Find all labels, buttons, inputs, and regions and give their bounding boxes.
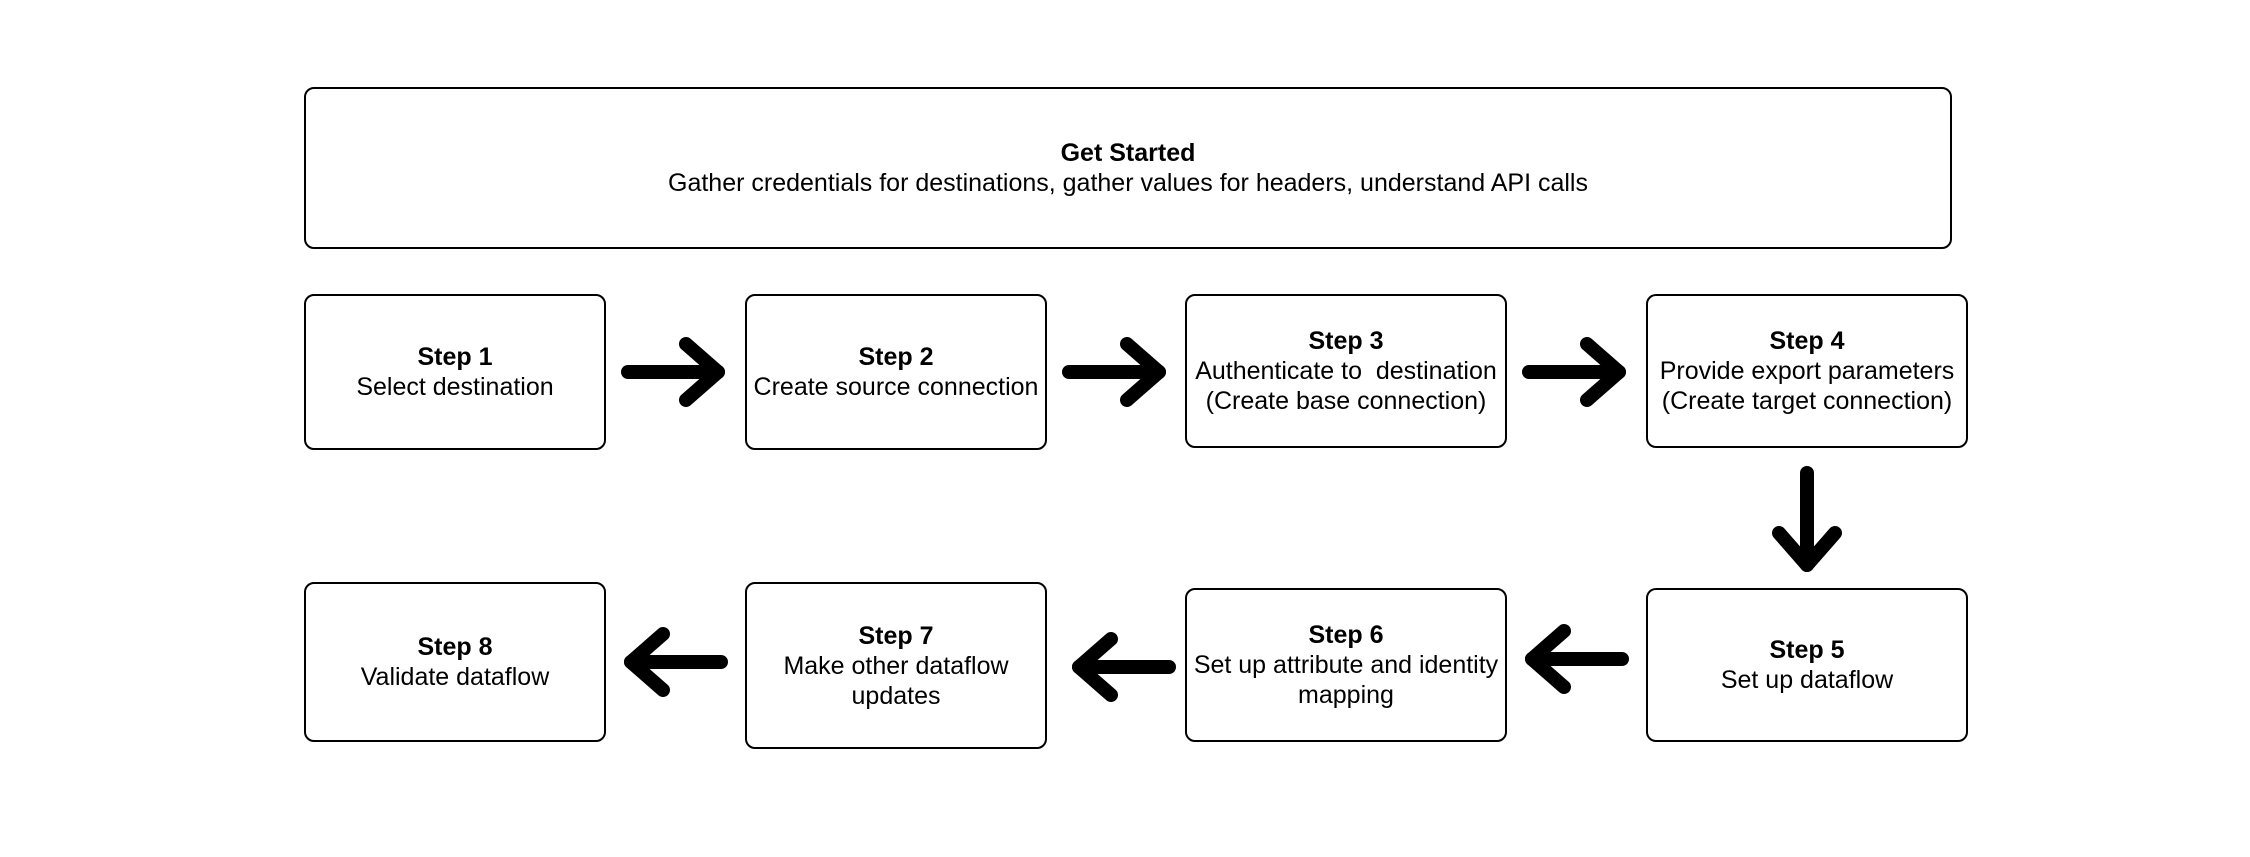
arrow-left-icon — [1072, 632, 1176, 702]
get-started-title: Get Started — [1060, 139, 1196, 167]
step-6-box: Step 6 Set up attribute and identity map… — [1185, 588, 1507, 742]
get-started-description: Gather credentials for destinations, gat… — [668, 169, 1588, 197]
step-6-label-line-2: mapping — [1298, 681, 1394, 709]
arrow-right-icon — [1522, 337, 1626, 407]
step-7-label-line-2: updates — [851, 681, 941, 710]
get-started-box: Get Started Gather credentials for desti… — [304, 87, 1952, 249]
step-3-label-line-2: (Create base connection) — [1205, 387, 1487, 415]
step-2-title: Step 2 — [858, 343, 934, 371]
arrow-right-icon — [621, 337, 725, 407]
step-3-title: Step 3 — [1308, 327, 1384, 355]
step-8-box: Step 8 Validate dataflow — [304, 582, 606, 742]
step-6-label-line-1: Set up attribute and identity — [1193, 651, 1499, 679]
arrow-left-icon — [1525, 624, 1629, 694]
step-4-label-line-2: (Create target connection) — [1661, 387, 1953, 415]
arrow-right-icon — [1062, 337, 1166, 407]
step-2-box: Step 2 Create source connection — [745, 294, 1047, 450]
step-8-label: Validate dataflow — [360, 663, 550, 691]
arrow-down-icon — [1772, 466, 1842, 572]
step-6-title: Step 6 — [1308, 621, 1384, 649]
step-7-title: Step 7 — [858, 621, 934, 650]
step-2-label: Create source connection — [753, 373, 1039, 401]
step-8-title: Step 8 — [417, 633, 493, 661]
step-4-label-line-1: Provide export parameters — [1659, 357, 1955, 385]
step-7-label-line-1: Make other dataflow — [783, 651, 1009, 680]
step-7-box: Step 7 Make other dataflow updates — [745, 582, 1047, 749]
step-1-box: Step 1 Select destination — [304, 294, 606, 450]
step-4-box: Step 4 Provide export parameters (Create… — [1646, 294, 1968, 448]
step-3-box: Step 3 Authenticate to destination (Crea… — [1185, 294, 1507, 448]
step-5-box: Step 5 Set up dataflow — [1646, 588, 1968, 742]
arrow-left-icon — [624, 627, 728, 697]
step-5-label: Set up dataflow — [1720, 666, 1894, 694]
step-5-title: Step 5 — [1769, 636, 1845, 664]
step-4-title: Step 4 — [1769, 327, 1845, 355]
step-1-title: Step 1 — [417, 343, 493, 371]
step-1-label: Select destination — [356, 373, 554, 401]
step-3-label-line-1: Authenticate to destination — [1195, 357, 1497, 385]
